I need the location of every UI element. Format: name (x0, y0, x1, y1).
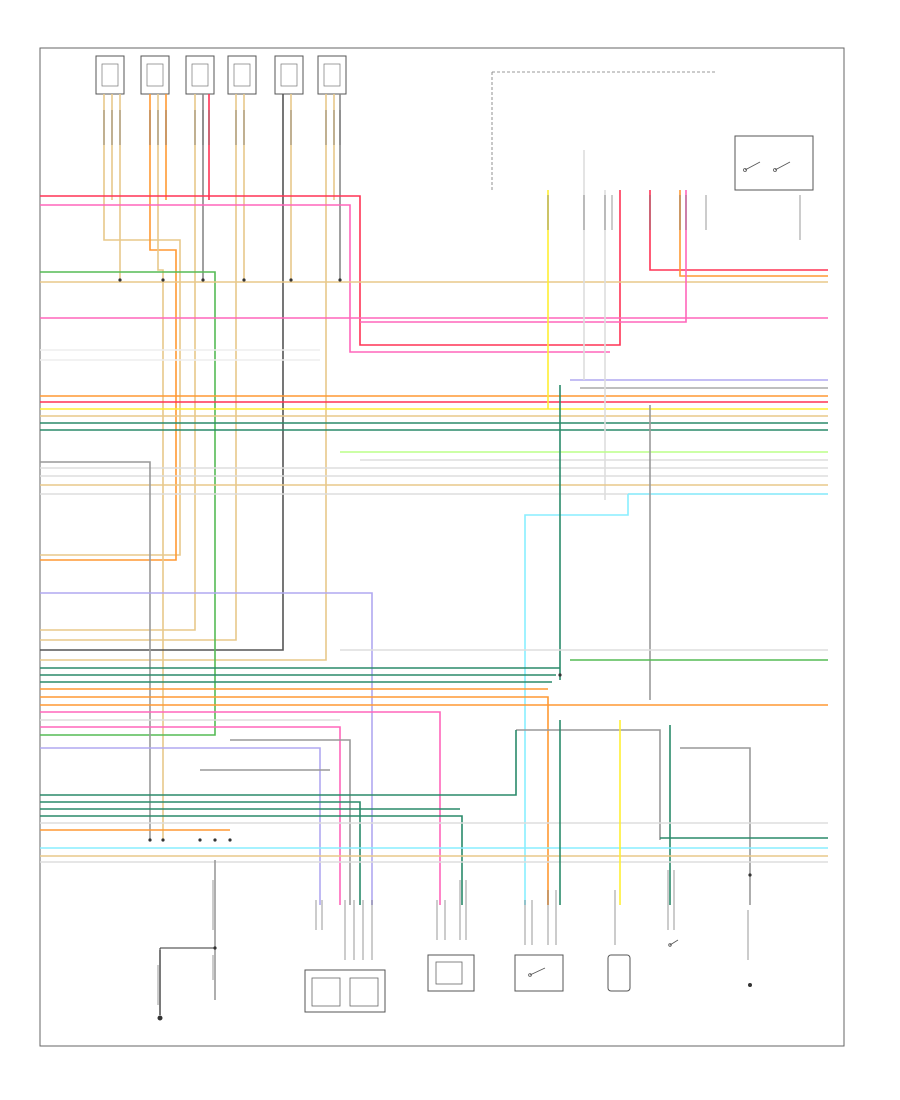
diagram-frame (39, 47, 845, 1047)
vertical-wires-top (40, 94, 341, 840)
top-connector-2 (140, 55, 170, 95)
top-connector-3 (185, 55, 215, 95)
ground-icon-right (748, 983, 752, 987)
top-connector-5 (274, 55, 304, 95)
sensor-box-2 (427, 954, 475, 992)
top-connector-4 (227, 55, 257, 95)
module-outline (491, 71, 814, 191)
ground-icon (157, 947, 215, 1021)
horizontal-wires (40, 150, 828, 1015)
switch-icon (668, 939, 679, 947)
pin-blocks (103, 110, 801, 1005)
switch-box (514, 954, 564, 992)
sensor-box-3 (607, 954, 631, 992)
top-connector-1 (95, 55, 125, 95)
sensor-box-1 (304, 969, 386, 1013)
top-connector-6 (317, 55, 347, 95)
bottom-components (157, 939, 752, 1021)
module-relay-box (734, 135, 814, 191)
splice-dots (118, 278, 752, 950)
top-connectors (95, 55, 347, 95)
